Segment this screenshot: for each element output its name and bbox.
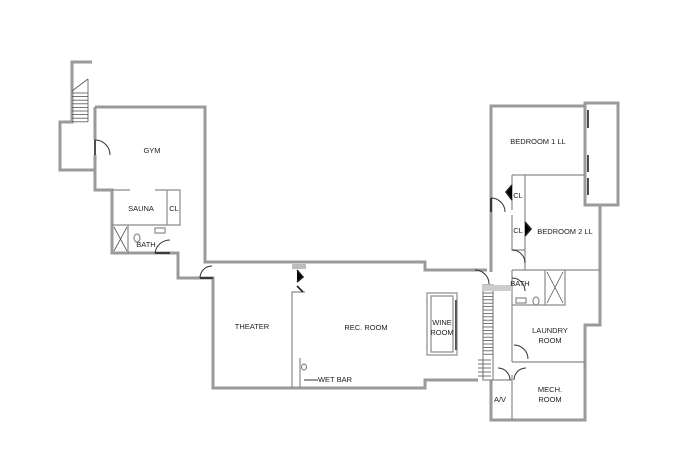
stair-tread	[71, 78, 89, 92]
room-label-wet-bar: WET BAR	[317, 374, 353, 384]
room-label-wine-room: WINE ROOM	[430, 317, 454, 337]
room-label-laundry: LAUNDRY ROOM	[532, 325, 568, 345]
room-label-theater: THEATER	[234, 321, 270, 331]
room-label-bedroom-2: BEDROOM 2 LL	[537, 226, 593, 236]
room-label-rec-room: REC. ROOM	[344, 322, 388, 332]
room-label-bedroom-1: BEDROOM 1 LL	[510, 136, 566, 146]
room-label-mech: MECH. ROOM	[537, 384, 563, 404]
room-label-closet-1: CL	[513, 190, 523, 200]
room-label-av: A/V	[493, 394, 507, 404]
doors	[94, 139, 533, 381]
stairs	[71, 78, 512, 381]
room-label-closet-2: CL	[513, 225, 523, 235]
fixtures	[113, 226, 564, 381]
room-label-gym-bath: BATH	[136, 239, 156, 249]
windows	[455, 110, 589, 350]
room-label-sauna: SAUNA	[128, 203, 154, 213]
room-label-gym-closet: CL	[169, 203, 179, 213]
interior-walls	[112, 174, 600, 420]
room-label-gym: GYM	[143, 145, 161, 155]
room-label-bath-2: BATH	[510, 278, 530, 288]
exterior-walls	[58, 60, 620, 422]
